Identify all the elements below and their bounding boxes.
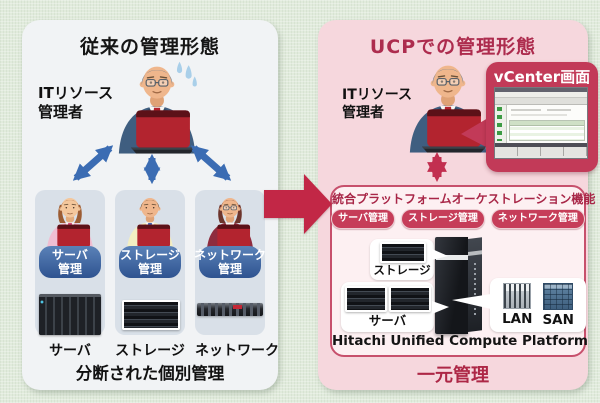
transition-arrow-head xyxy=(304,174,332,234)
server-admin-person-icon xyxy=(37,193,103,251)
network-management-badge-line1: ネットワーク xyxy=(194,248,267,262)
vcenter-shot-table xyxy=(509,120,585,141)
storage-hardware-image xyxy=(122,300,180,330)
ucp-it-resource-manager-label: ITリソース 管理者 xyxy=(342,86,412,122)
vcenter-shot-table-header xyxy=(510,121,584,126)
server-bubble: サーバ xyxy=(341,282,434,332)
ucp-manager-label-line1: ITリソース xyxy=(342,87,413,103)
server-management-badge-line1: サーバ xyxy=(52,248,88,262)
storage-management-badge: ストレージ 管理 xyxy=(119,246,181,278)
network-hardware-image xyxy=(197,303,263,316)
vcenter-shot-body xyxy=(495,105,587,143)
transition-arrow-icon xyxy=(264,174,332,234)
vcenter-shot-status-cell xyxy=(541,147,564,156)
left-panel-caption: 分断された個別管理 xyxy=(75,364,225,383)
vcenter-shot-menubar xyxy=(495,92,587,98)
network-admin-card: ネットワーク 管理 xyxy=(194,190,266,335)
pill-network-management: ネットワーク管理 xyxy=(490,209,585,229)
storage-management-badge-line2: 管理 xyxy=(137,262,162,276)
san-switch-image xyxy=(543,283,574,310)
vcenter-shot-status-cell xyxy=(564,147,587,156)
lan-san-bubble: LAN SAN xyxy=(490,278,586,332)
it-resource-manager-label-line1: ITリソース xyxy=(38,84,114,102)
transition-arrow-tail xyxy=(264,190,304,218)
server-management-badge-line2: 管理 xyxy=(57,262,82,276)
server-hardware-image xyxy=(39,294,101,335)
vcenter-shot-textline xyxy=(511,109,541,111)
orchestration-pill-row: サーバ管理 ストレージ管理 ネットワーク管理 xyxy=(331,209,585,229)
server-admin-card: サーバ 管理 xyxy=(35,190,105,335)
rack-front-band xyxy=(436,255,468,260)
ucp-server-label: サーバ xyxy=(368,313,407,328)
storage-admin-person-icon xyxy=(117,193,183,251)
ucp-server-image-2 xyxy=(389,286,431,312)
right-panel-caption: 一元管理 xyxy=(417,365,489,386)
left-panel-title: 従来の管理形態 xyxy=(79,36,220,58)
storage-management-badge-line1: ストレージ xyxy=(120,248,180,262)
ucp-manager-label-line2: 管理者 xyxy=(342,105,384,121)
vcenter-shot-divider xyxy=(495,143,587,147)
ucp-management-panel: UCPでの管理形態 ITリソース 管理者 vCenter画面 xyxy=(318,20,598,390)
network-management-badge-line2: 管理 xyxy=(217,262,242,276)
lan-label: LAN xyxy=(502,311,533,327)
storage-bubble: ストレージ xyxy=(370,239,434,280)
right-panel-title: UCPでの管理形態 xyxy=(369,36,537,58)
storage-admin-card: ストレージ 管理 xyxy=(115,190,185,335)
lan-switch-image xyxy=(503,283,532,309)
vcenter-shot-main xyxy=(507,105,587,143)
stressed-manager-person-icon xyxy=(105,58,209,154)
server-device-label: サーバ xyxy=(49,343,91,359)
orchestration-title: 統合プラットフォームオーケストレーション機能 xyxy=(332,192,596,206)
server-management-badge: サーバ 管理 xyxy=(39,246,101,278)
vcenter-callout: vCenter画面 xyxy=(486,62,598,172)
network-device-label: ネットワーク xyxy=(195,343,279,359)
relaxed-manager-person-icon xyxy=(396,56,500,154)
it-resource-manager-label: ITリソース 管理者 xyxy=(38,84,113,122)
vcenter-shot-toolbar xyxy=(495,98,587,105)
rack-front-face xyxy=(435,237,468,334)
traditional-management-panel: 従来の管理形態 ITリソース 管理者 サーバ 管理 xyxy=(22,20,279,390)
pill-server-management: サーバ管理 xyxy=(331,209,396,229)
network-admin-person-icon xyxy=(197,193,263,251)
pill-storage-management: ストレージ管理 xyxy=(401,209,485,229)
network-management-badge: ネットワーク 管理 xyxy=(194,246,266,278)
san-label: SAN xyxy=(542,312,574,328)
vcenter-shot-sidebar xyxy=(495,105,507,143)
ucp-rack-image xyxy=(435,237,483,336)
vcenter-shot-status-cell xyxy=(518,147,541,156)
vcenter-shot-status-cell xyxy=(495,147,518,156)
vcenter-shot-titlebar xyxy=(495,88,587,92)
rack-side-lettering xyxy=(474,263,476,315)
san-device-group: SAN xyxy=(542,283,574,328)
ucp-storage-image xyxy=(380,242,426,263)
ucp-storage-label: ストレージ xyxy=(373,263,431,277)
vcenter-callout-label: vCenter画面 xyxy=(493,68,591,86)
orchestration-box: 統合プラットフォームオーケストレーション機能 サーバ管理 ストレージ管理 ネット… xyxy=(330,185,596,357)
lan-device-group: LAN xyxy=(502,283,532,327)
storage-device-label: ストレージ xyxy=(115,343,185,359)
platform-name-label: Hitachi Unified Compute Platform xyxy=(332,333,588,349)
it-resource-manager-label-line2: 管理者 xyxy=(38,103,84,121)
ucp-server-image-1 xyxy=(345,286,387,312)
vcenter-screenshot-thumbnail xyxy=(494,87,588,159)
vcenter-shot-textline xyxy=(511,114,567,116)
vcenter-shot-statusbar xyxy=(495,147,587,156)
vcenter-shot-textline xyxy=(547,109,571,111)
